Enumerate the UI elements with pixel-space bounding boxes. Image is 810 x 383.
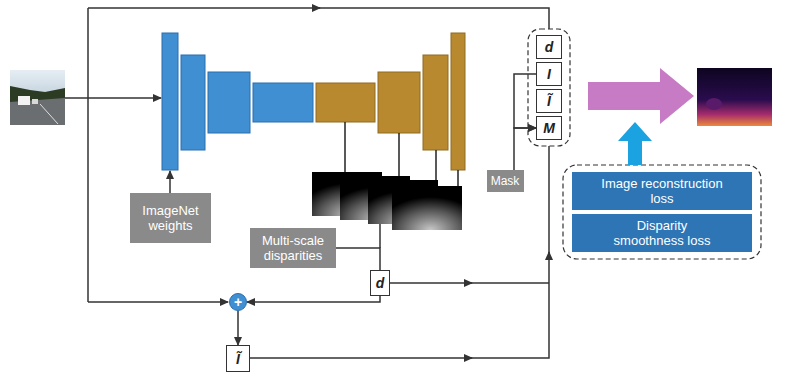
warp-line <box>470 252 549 358</box>
lane-line <box>40 104 58 124</box>
loss-arrow <box>618 122 652 165</box>
dashed-group <box>563 165 761 259</box>
variable-box: Ĩ <box>226 345 250 372</box>
weights-arrow <box>169 171 171 193</box>
depth-object <box>706 98 722 110</box>
input-image <box>10 70 65 125</box>
skip-line <box>87 8 89 302</box>
loss-box: Image reconstruction loss <box>571 171 753 211</box>
decoder-block <box>378 72 420 133</box>
decoder-block <box>423 55 448 150</box>
node-label: Mask <box>491 174 520 188</box>
loss-box: Disparity smoothness loss <box>571 213 753 253</box>
encoder-block <box>253 83 313 122</box>
bracket-line <box>379 224 381 248</box>
variable-box: d <box>370 270 390 296</box>
node-label: Image reconstruction loss <box>601 176 723 206</box>
decoder-block <box>316 83 375 122</box>
car <box>32 99 38 104</box>
variable-box: d <box>536 35 562 59</box>
mask-box: Mask <box>487 170 524 192</box>
node-label: + <box>234 295 242 309</box>
input-arrow <box>65 97 161 99</box>
node-label: I <box>547 66 551 82</box>
sum-circle: + <box>229 293 247 311</box>
node-label: M <box>543 120 555 136</box>
variable-box: Ĩ <box>536 89 562 113</box>
depth-map <box>697 68 772 126</box>
tap-line <box>435 150 437 180</box>
node-label: Ĩ <box>236 351 240 367</box>
encoder <box>162 33 313 170</box>
skip-arrow <box>88 7 320 9</box>
node-label: Ĩ <box>547 93 551 109</box>
image-to-sum <box>88 301 228 303</box>
disparity-map <box>392 186 462 230</box>
encoder-block <box>162 33 178 170</box>
variable-box: M <box>536 116 562 140</box>
warp-line <box>548 146 550 254</box>
skip-line <box>318 8 549 29</box>
car <box>18 96 30 105</box>
tap-line <box>398 133 400 176</box>
sky <box>10 70 65 125</box>
connector <box>247 296 380 302</box>
connector <box>514 74 536 128</box>
encoder-block <box>208 72 250 133</box>
node-label: d <box>545 39 554 55</box>
tap-line <box>457 170 459 186</box>
disparity-maps <box>312 172 462 230</box>
node-label: Disparity smoothness loss <box>601 218 723 248</box>
warp-arrow <box>250 357 472 359</box>
node-label: Multi-scale disparities <box>250 233 336 263</box>
node-label: ImageNet weights <box>130 203 211 233</box>
weights-box: ImageNet weights <box>130 193 211 243</box>
tap-line <box>344 122 346 172</box>
node-label: d <box>376 275 385 291</box>
wires <box>65 8 549 358</box>
variable-box: I <box>536 62 562 86</box>
encoder-block <box>181 55 205 150</box>
d-arrow <box>390 282 472 284</box>
connector <box>336 248 380 270</box>
connector <box>514 128 536 170</box>
output-depth-map <box>697 68 772 126</box>
decoder <box>316 33 465 170</box>
output-arrow <box>588 68 694 124</box>
connector <box>237 311 239 345</box>
decoder-block <box>451 33 465 170</box>
disparities-box: Multi-scale disparities <box>250 228 336 268</box>
d-line <box>470 282 549 284</box>
